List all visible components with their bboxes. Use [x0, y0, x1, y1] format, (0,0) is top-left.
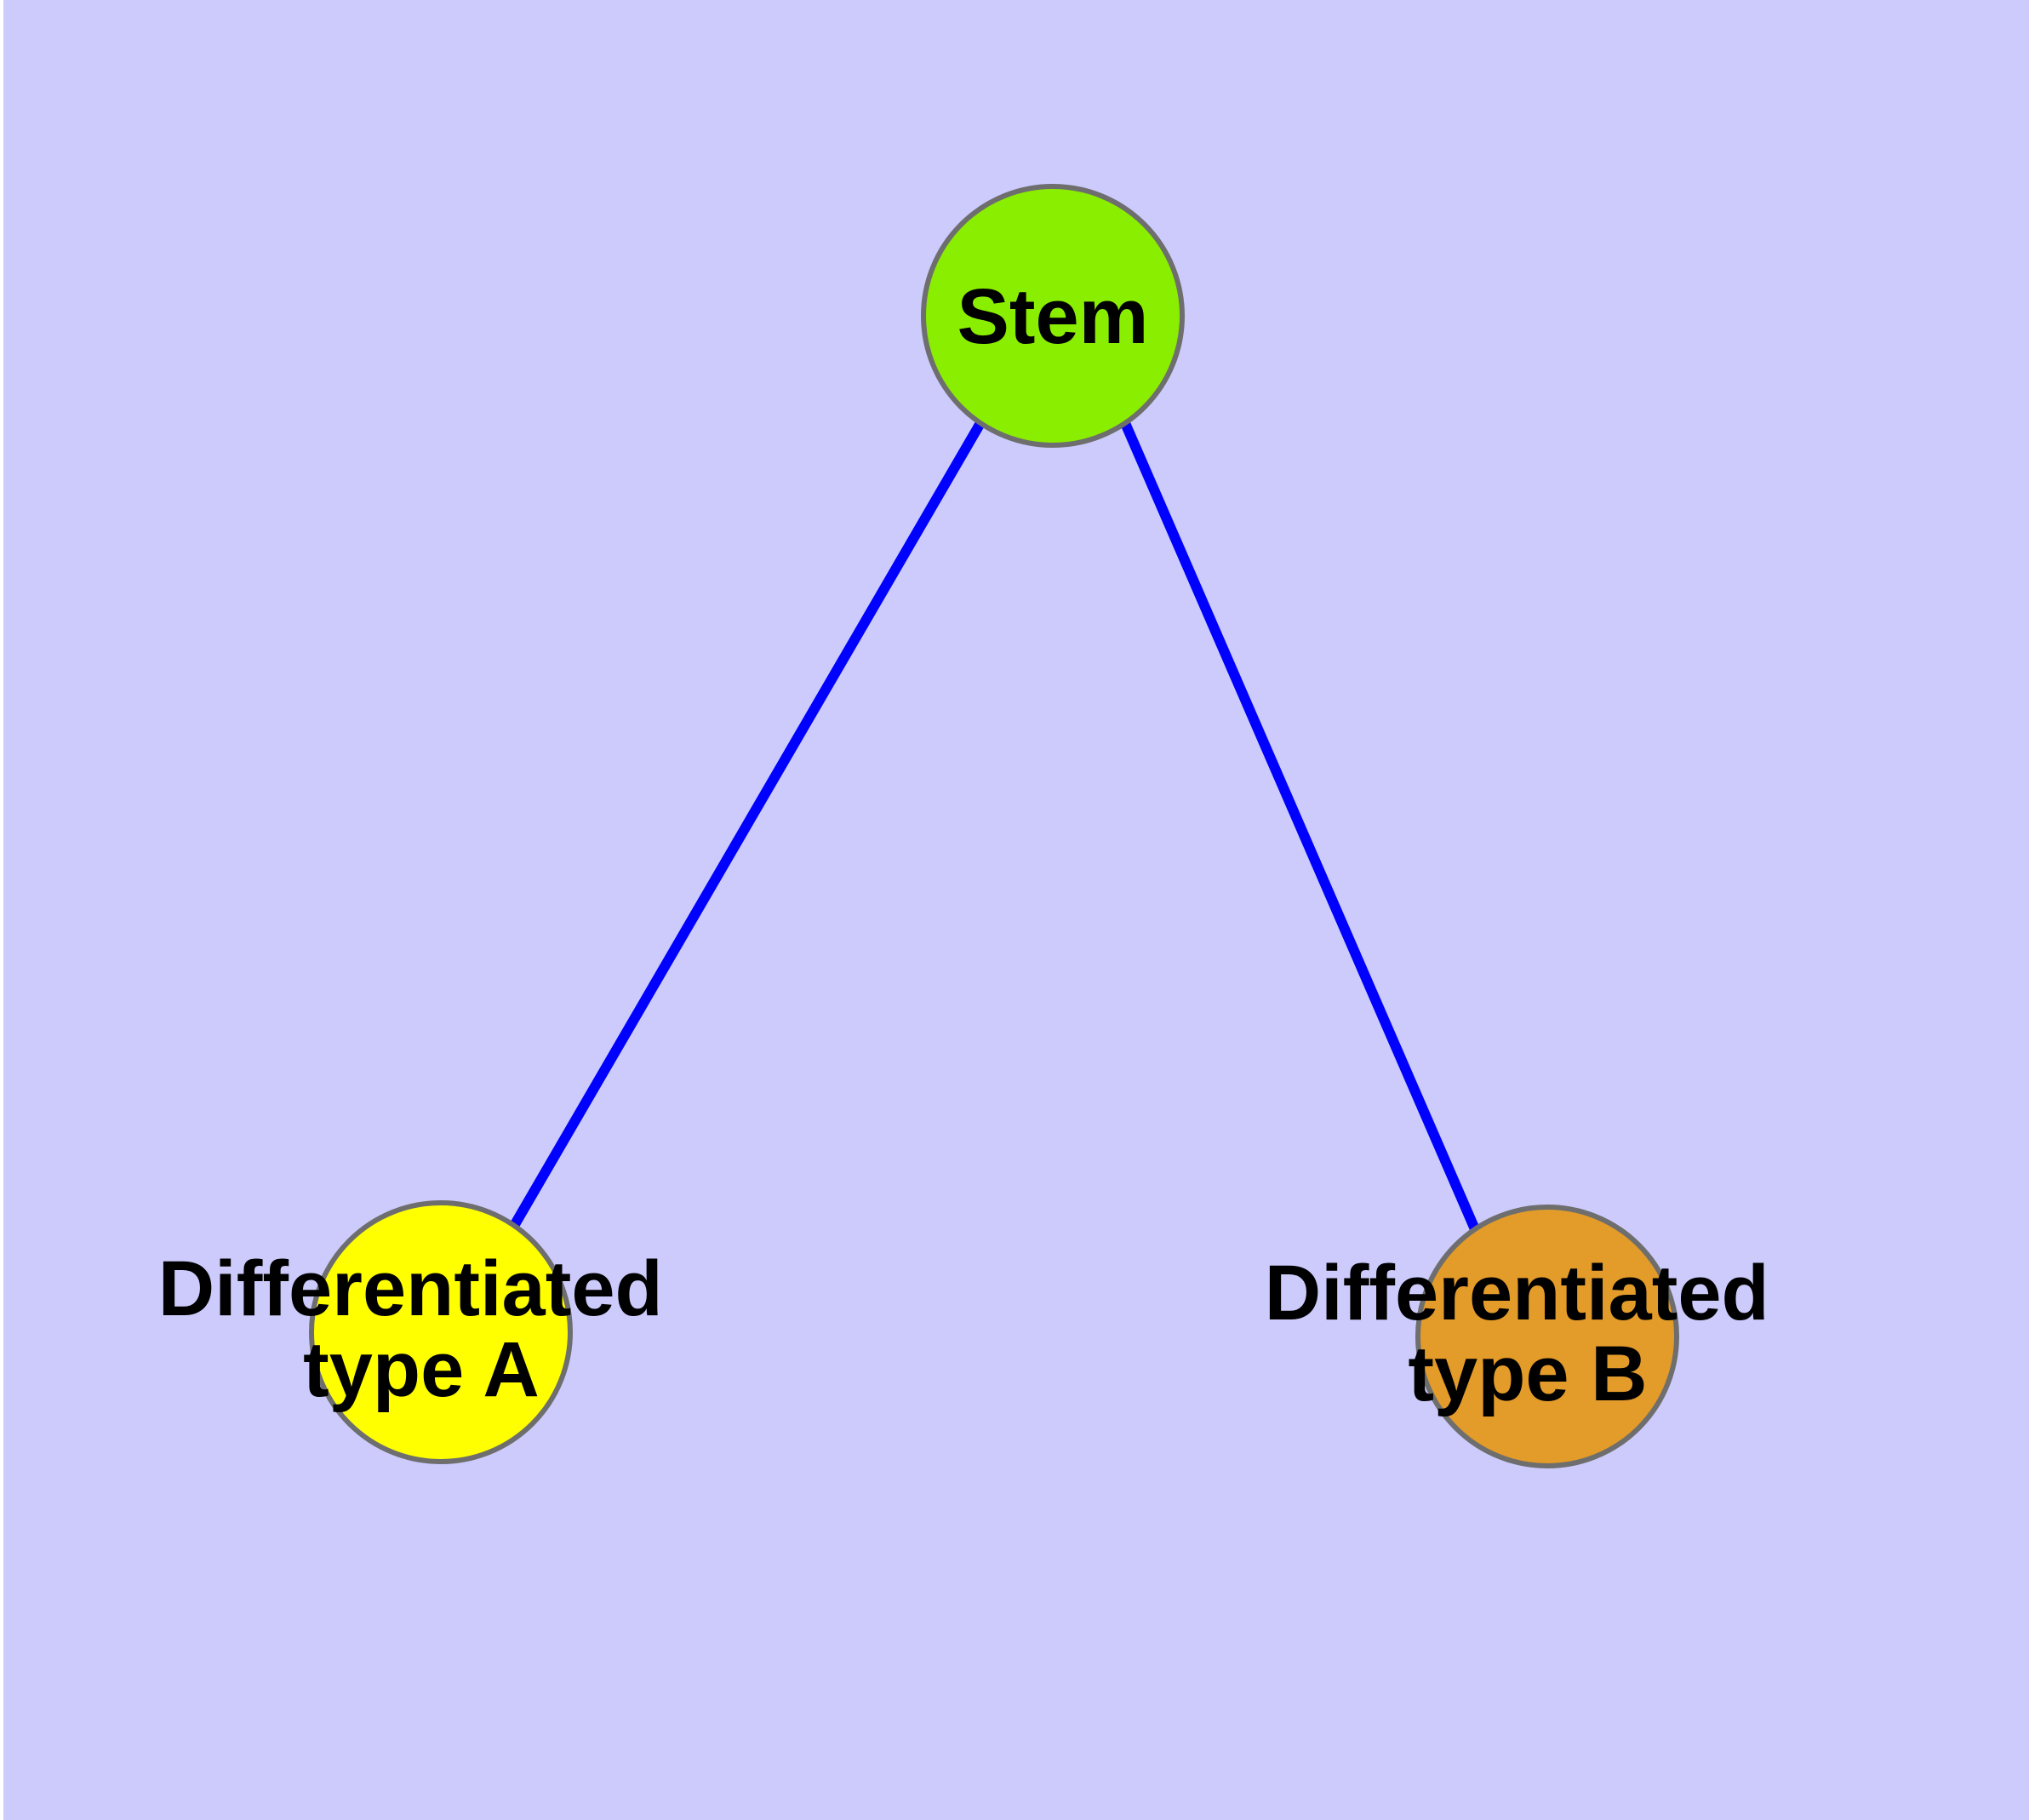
node-stem-label: Stem: [957, 273, 1149, 360]
node-differentiated-type-b-label-line-2: type B: [1408, 1331, 1647, 1417]
node-differentiated-type-a-label-line-2: type A: [303, 1326, 540, 1413]
node-differentiated-type-b-label-line-1: Differentiated: [1265, 1250, 1769, 1336]
edge-layer: [509, 420, 1480, 1232]
edge-stem-to-differentiated-type-b[interactable]: [1120, 421, 1480, 1232]
node-stem[interactable]: Stem: [921, 184, 1185, 448]
node-stem-label-line-1: Stem: [957, 273, 1149, 360]
node-differentiated-type-b[interactable]: [1415, 1205, 1679, 1468]
edge-stem-to-differentiated-type-a[interactable]: [509, 420, 986, 1229]
node-differentiated-type-b-circle[interactable]: [1415, 1205, 1679, 1468]
node-differentiated-type-a[interactable]: [309, 1200, 573, 1464]
node-differentiated-type-a-circle[interactable]: [309, 1200, 573, 1464]
node-layer: Stem Differentiated type A Differentiate…: [158, 184, 1792, 1468]
node-differentiated-type-b-label: Differentiated type B: [1265, 1250, 1792, 1417]
node-differentiated-type-a-label: Differentiated type A: [158, 1245, 685, 1413]
node-stem-circle[interactable]: [921, 184, 1185, 448]
node-differentiated-type-a-label-line-1: Differentiated: [158, 1245, 663, 1332]
